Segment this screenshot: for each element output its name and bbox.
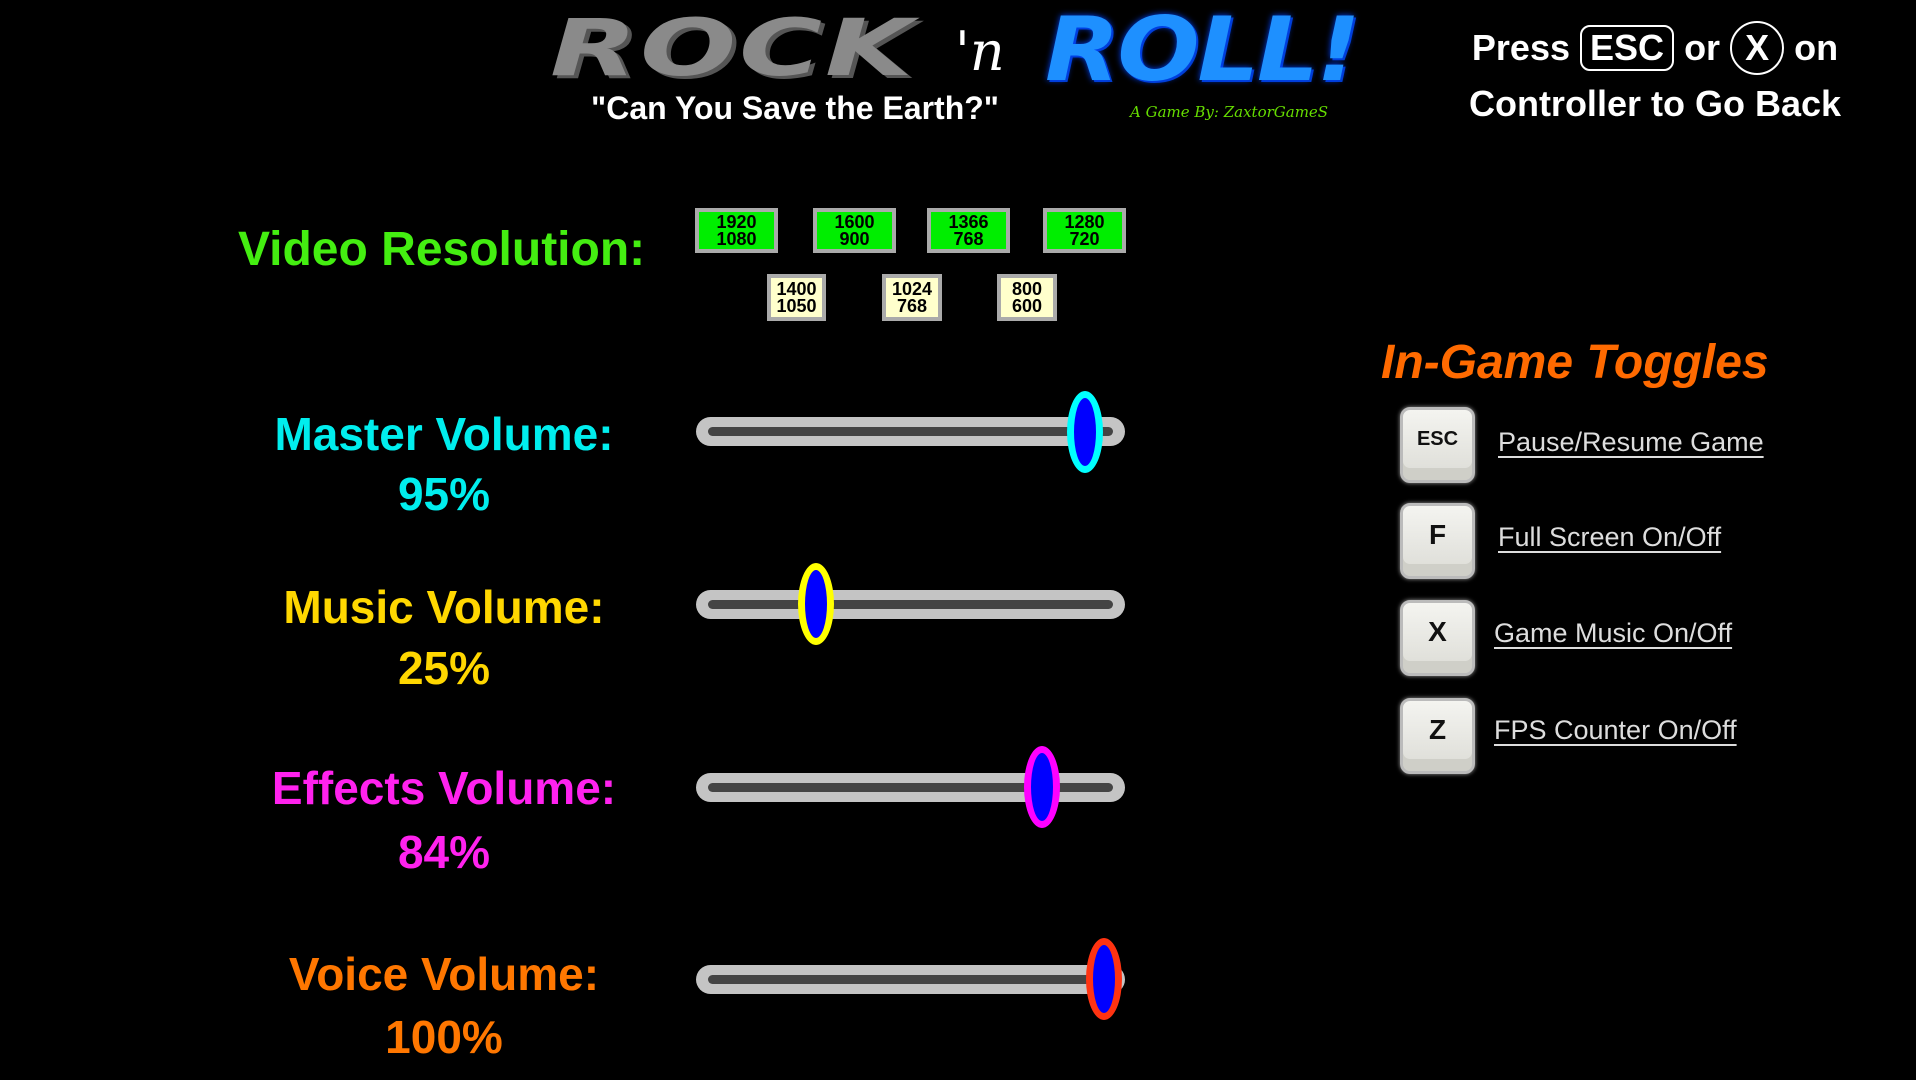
byline: A Game By: ZaxtorGameS (1130, 103, 1329, 121)
res-height: 900 (839, 228, 870, 249)
back-hint: Press ESC or X on Controller to Go Back (1460, 20, 1850, 132)
controller-x-button-icon: X (1730, 21, 1785, 75)
toggle-pause-resume[interactable]: Pause/Resume Game (1498, 427, 1764, 457)
toggle-full-screen[interactable]: Full Screen On/Off (1498, 522, 1722, 552)
resolution-1280x720-button[interactable]: 1280 720 (1043, 208, 1126, 253)
res-height: 1080 (716, 228, 757, 249)
voice-volume-slider[interactable] (696, 965, 1125, 994)
res-width: 800 (1011, 278, 1043, 299)
effects-volume-slider[interactable] (696, 773, 1125, 802)
res-width: 1366 (948, 211, 989, 232)
resolution-1920x1080-button[interactable]: 1920 1080 (695, 208, 778, 253)
music-volume-percent: 25% (397, 642, 491, 694)
master-volume-percent: 95% (397, 468, 491, 520)
back-hint-press: Press (1471, 27, 1570, 68)
voice-volume-thumb[interactable] (1086, 938, 1122, 1020)
z-keycap-icon: Z (1400, 698, 1475, 774)
resolution-1400x1050-button[interactable]: 1400 1050 (767, 274, 826, 321)
x-keycap-icon: X (1400, 600, 1475, 676)
effects-volume-thumb[interactable] (1024, 746, 1060, 828)
resolution-1024x768-button[interactable]: 1024 768 (882, 274, 942, 321)
music-volume-label: Music Volume: (283, 581, 605, 633)
tagline: "Can You Save the Earth?" (591, 90, 999, 126)
music-volume-slider[interactable] (696, 590, 1125, 619)
back-hint-line2: Controller to Go Back (1468, 83, 1842, 124)
master-volume-label: Master Volume: (274, 408, 614, 460)
resolution-800x600-button[interactable]: 800 600 (997, 274, 1057, 321)
res-height: 600 (1011, 295, 1043, 316)
master-volume-slider[interactable] (696, 417, 1125, 446)
slider-groove (708, 783, 1113, 792)
res-height: 720 (1069, 228, 1100, 249)
logo-rock-text: ROCK (550, 4, 916, 94)
res-height: 768 (896, 295, 928, 316)
res-width: 1400 (776, 278, 817, 299)
music-volume-thumb[interactable] (798, 563, 834, 645)
slider-groove (708, 427, 1113, 436)
esc-keycap-icon: ESC (1400, 407, 1475, 483)
slider-groove (708, 975, 1113, 984)
f-keycap-icon: F (1400, 503, 1475, 579)
back-hint-on: on (1794, 27, 1839, 68)
voice-volume-percent: 100% (385, 1011, 503, 1063)
res-height: 1050 (776, 295, 817, 316)
res-width: 1024 (891, 278, 933, 299)
in-game-toggles-title: In-Game Toggles (1381, 336, 1769, 389)
master-volume-thumb[interactable] (1067, 391, 1103, 473)
logo-n-text: 'n (955, 20, 1005, 83)
voice-volume-label: Voice Volume: (288, 948, 600, 1000)
back-hint-or: or (1684, 27, 1721, 68)
effects-volume-label: Effects Volume: (271, 762, 617, 814)
slider-groove (708, 600, 1113, 609)
res-width: 1600 (834, 211, 875, 232)
effects-volume-percent: 84% (397, 826, 491, 878)
toggle-game-music[interactable]: Game Music On/Off (1494, 618, 1733, 648)
toggle-fps-counter[interactable]: FPS Counter On/Off (1494, 715, 1737, 745)
res-height: 768 (953, 228, 984, 249)
logo-roll-text: ROLL! (1045, 0, 1361, 101)
res-width: 1920 (716, 211, 757, 232)
resolution-1600x900-button[interactable]: 1600 900 (813, 208, 896, 253)
esc-key-icon: ESC (1580, 25, 1675, 71)
video-resolution-label: Video Resolution: (238, 223, 646, 276)
resolution-1366x768-button[interactable]: 1366 768 (927, 208, 1010, 253)
res-width: 1280 (1064, 211, 1105, 232)
